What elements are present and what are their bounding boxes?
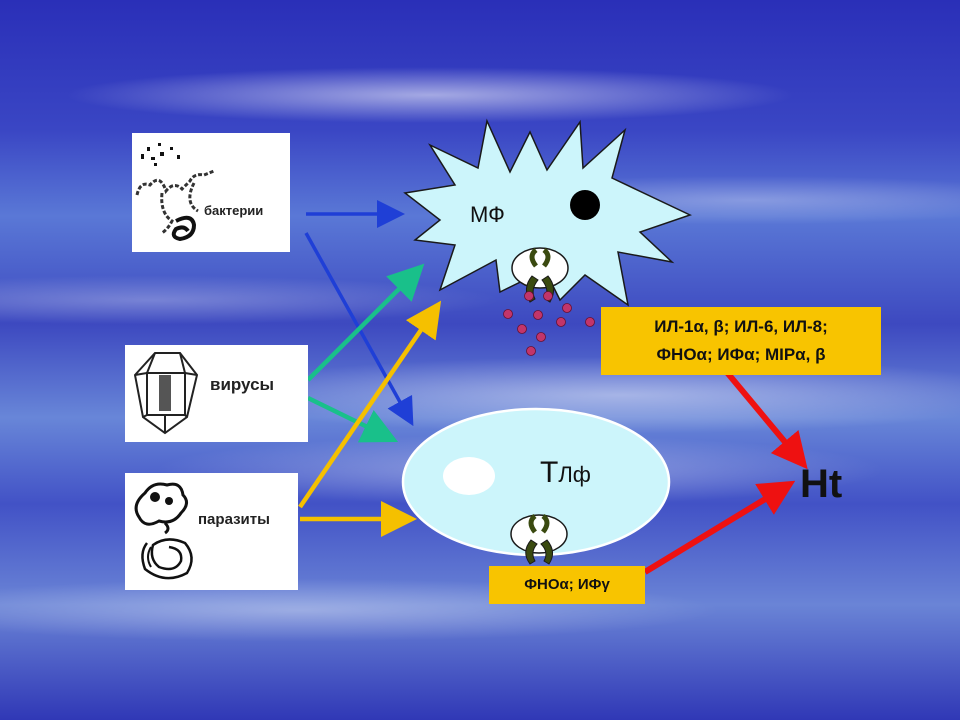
macrophage-label: МФ [470,202,505,227]
t-lymphocyte-label: ТЛф [540,456,591,490]
t-lymphocyte-label-suffix: Лф [558,462,591,487]
t-lymphocyte-label-prefix: Т [540,456,559,489]
t-lymphocyte-cell [401,407,671,557]
parasites-label: паразиты [198,511,270,528]
t-lymphocyte-nucleus [443,457,495,495]
t-lymphocyte-cytokines-box: ФНОα; ИФγ [489,566,645,604]
macrophage-cell [403,118,692,307]
arrow-viruses-to-macrophage [306,263,425,382]
ht-label: Ht [800,462,843,506]
bacteria-label: бактерии [204,203,264,218]
macrophage-nucleus [570,190,600,220]
parasite-icon [134,482,193,580]
arrow-viruses-to-t-lymphocyte [307,395,399,443]
cytokine-dots [503,291,595,356]
viruses-label: вирусы [210,375,275,394]
bacteria-icon [135,143,215,242]
arrow-bacteria-to-t-lymphocyte [304,232,414,427]
macrophage-cytokines-line2: ФНОα; ИФα; MIPα, β [656,345,826,364]
t-lymphocyte-receptor-icon [510,514,568,565]
virus-icon [133,352,199,435]
macrophage-cytokines-line1: ИЛ-1α, β; ИЛ-6, ИЛ-8; [654,317,828,336]
arrow-macrophage-cytokines-to-ht [722,368,808,470]
bacteria-image: бактерии [132,133,290,252]
arrow-t-lymphocyte-cytokines-to-ht [643,480,796,575]
arrow-parasites-to-macrophage [298,300,442,509]
viruses-image: вирусы [125,345,308,442]
parasites-image: паразиты [125,473,298,590]
macrophage-cytokines-box: ИЛ-1α, β; ИЛ-6, ИЛ-8; ФНОα; ИФα; MIPα, β [601,307,881,375]
